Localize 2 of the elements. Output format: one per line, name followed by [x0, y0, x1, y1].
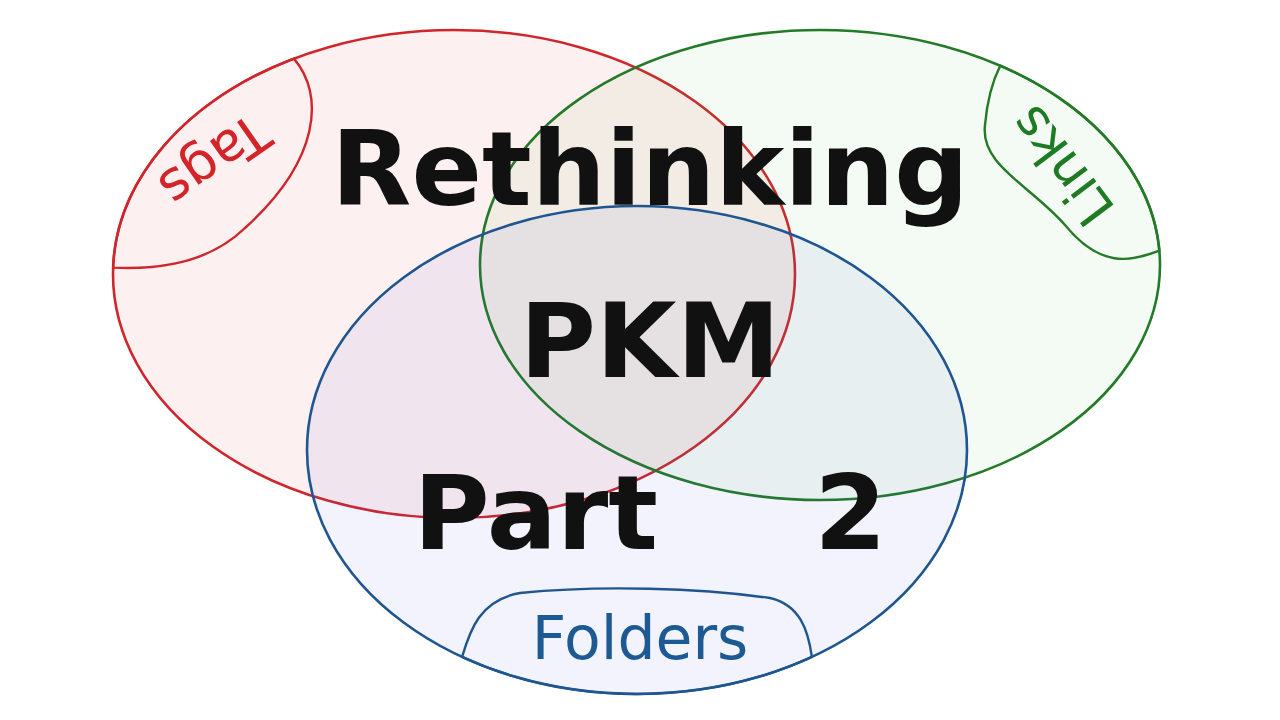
segment-label: Tags — [149, 103, 279, 217]
segment-label: Folders — [531, 608, 749, 668]
